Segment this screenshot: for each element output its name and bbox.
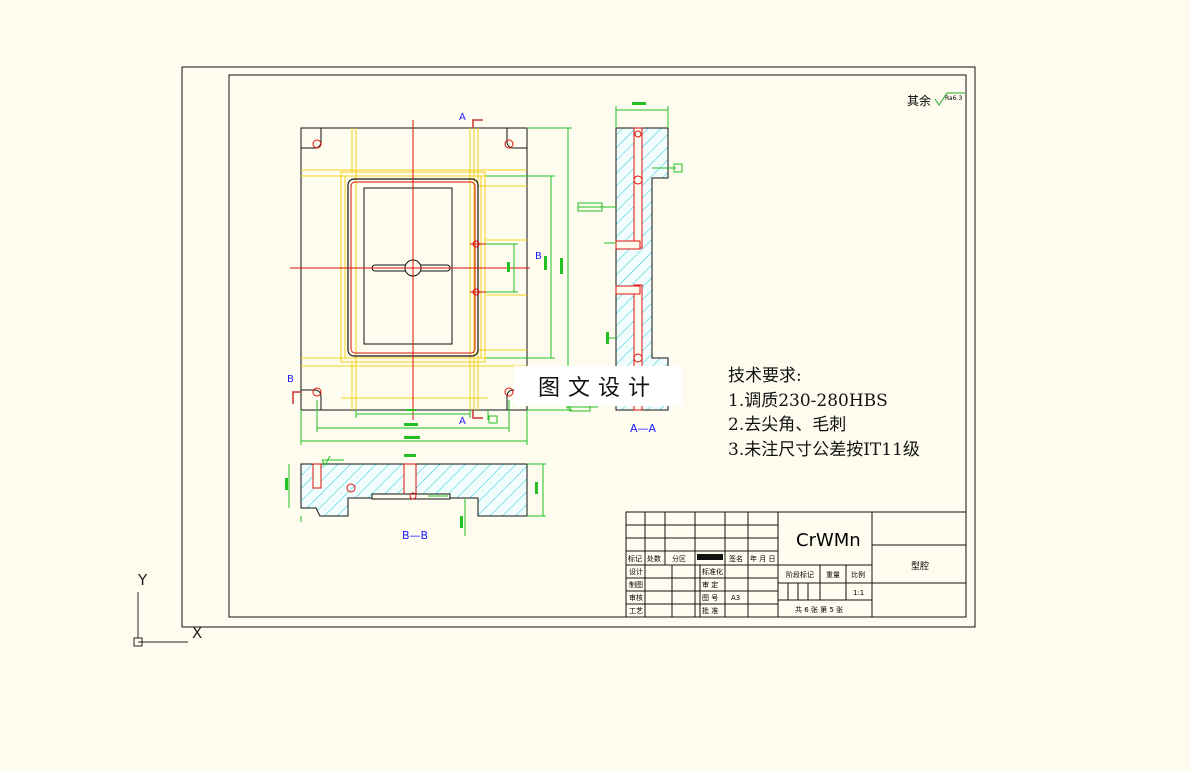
plan-dimensions: [300, 127, 598, 445]
sheets-label: 共 6 张 第 5 张: [795, 605, 843, 614]
outer-border: [181, 66, 976, 628]
section-b-left: B: [287, 374, 294, 385]
other-surfaces-label: 其余: [907, 93, 931, 108]
scale-label: 比例: [851, 570, 865, 579]
tech-requirements: 技术要求: 1.调质230-280HBS 2.去尖角、毛刺 3.未注尺寸公差按I…: [728, 364, 920, 462]
aa-hatched-body: [615, 127, 669, 411]
tech-item-2: 2.去尖角、毛刺: [728, 415, 847, 435]
roughness-value: Ra6.3: [945, 95, 962, 102]
section-aa-view: A—A: [577, 102, 683, 435]
ucs-x-label: X: [192, 624, 203, 642]
corner-pins: [301, 128, 527, 410]
title-block: [625, 511, 967, 618]
side-holes: [470, 240, 486, 296]
watermark: 图文设计: [514, 366, 682, 406]
row-design: 设计: [629, 567, 643, 576]
tech-item-3: 3.未注尺寸公差按IT11级: [728, 439, 920, 460]
row-approve: 批 准: [702, 606, 718, 615]
col-date: 年 月 日: [750, 554, 775, 563]
tech-item-1: 1.调质230-280HBS: [728, 390, 888, 411]
row-sheet: 图 号: [702, 594, 718, 602]
tech-title: 技术要求:: [728, 366, 802, 386]
weight-label: 重量: [826, 571, 840, 579]
section-aa-title: A—A: [630, 422, 657, 435]
scale-value: 1:1: [853, 589, 864, 597]
section-bb-view: B—B: [285, 454, 546, 542]
row-check: 审 定: [702, 580, 718, 589]
plan-dim-values: [404, 256, 563, 439]
section-b-right: B: [535, 251, 542, 262]
bb-dimensions: [288, 455, 546, 536]
plan-view: A A B B: [287, 112, 598, 445]
ucs-y-label: Y: [138, 571, 148, 589]
roughness-symbol-icon: [934, 92, 965, 106]
title-block-black-bar: [697, 554, 723, 560]
col-sign: 签名: [729, 554, 743, 563]
row-standardize: 标准化: [702, 567, 723, 576]
col-zone: 分区: [672, 554, 686, 563]
row-process: 工艺: [629, 607, 643, 615]
section-a-bottom: A: [459, 416, 466, 427]
row-review: 审核: [629, 593, 643, 602]
part-name: 型腔: [911, 560, 929, 572]
section-a-top: A: [459, 112, 466, 123]
col-mark: 标记: [628, 554, 642, 563]
aa-dimensions: [577, 106, 683, 339]
sheet-size: A3: [731, 594, 740, 602]
section-bb-title: B—B: [402, 529, 428, 542]
roughness-note: 其余 Ra6.3: [907, 92, 965, 108]
material: CrWMn: [796, 530, 861, 551]
ucs-icon: [133, 592, 188, 647]
inner-border: [228, 74, 967, 618]
stage-label: 阶段标记: [786, 570, 814, 579]
section-cut-marks: [292, 119, 483, 419]
cavity-inner: [363, 187, 453, 345]
col-count: 处数: [647, 554, 661, 563]
row-draw: 制图: [629, 580, 643, 589]
